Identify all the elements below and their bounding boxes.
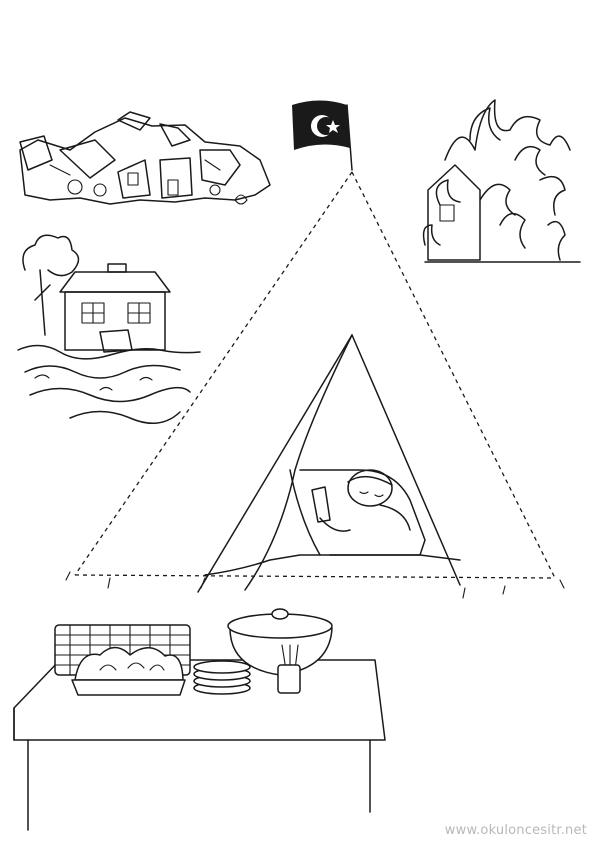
burning-house-drawing [422, 99, 581, 263]
small-tent-with-sleeper [197, 334, 461, 593]
collapsed-houses-drawing [19, 111, 271, 205]
flag-drawing [292, 100, 353, 171]
large-dotted-tent [65, 171, 565, 599]
crescent-icon [326, 120, 340, 133]
site-watermark: www.okuloncesitr.net [444, 823, 587, 838]
flooded-house-drawing [17, 234, 201, 424]
table-with-food-drawing [13, 608, 386, 831]
